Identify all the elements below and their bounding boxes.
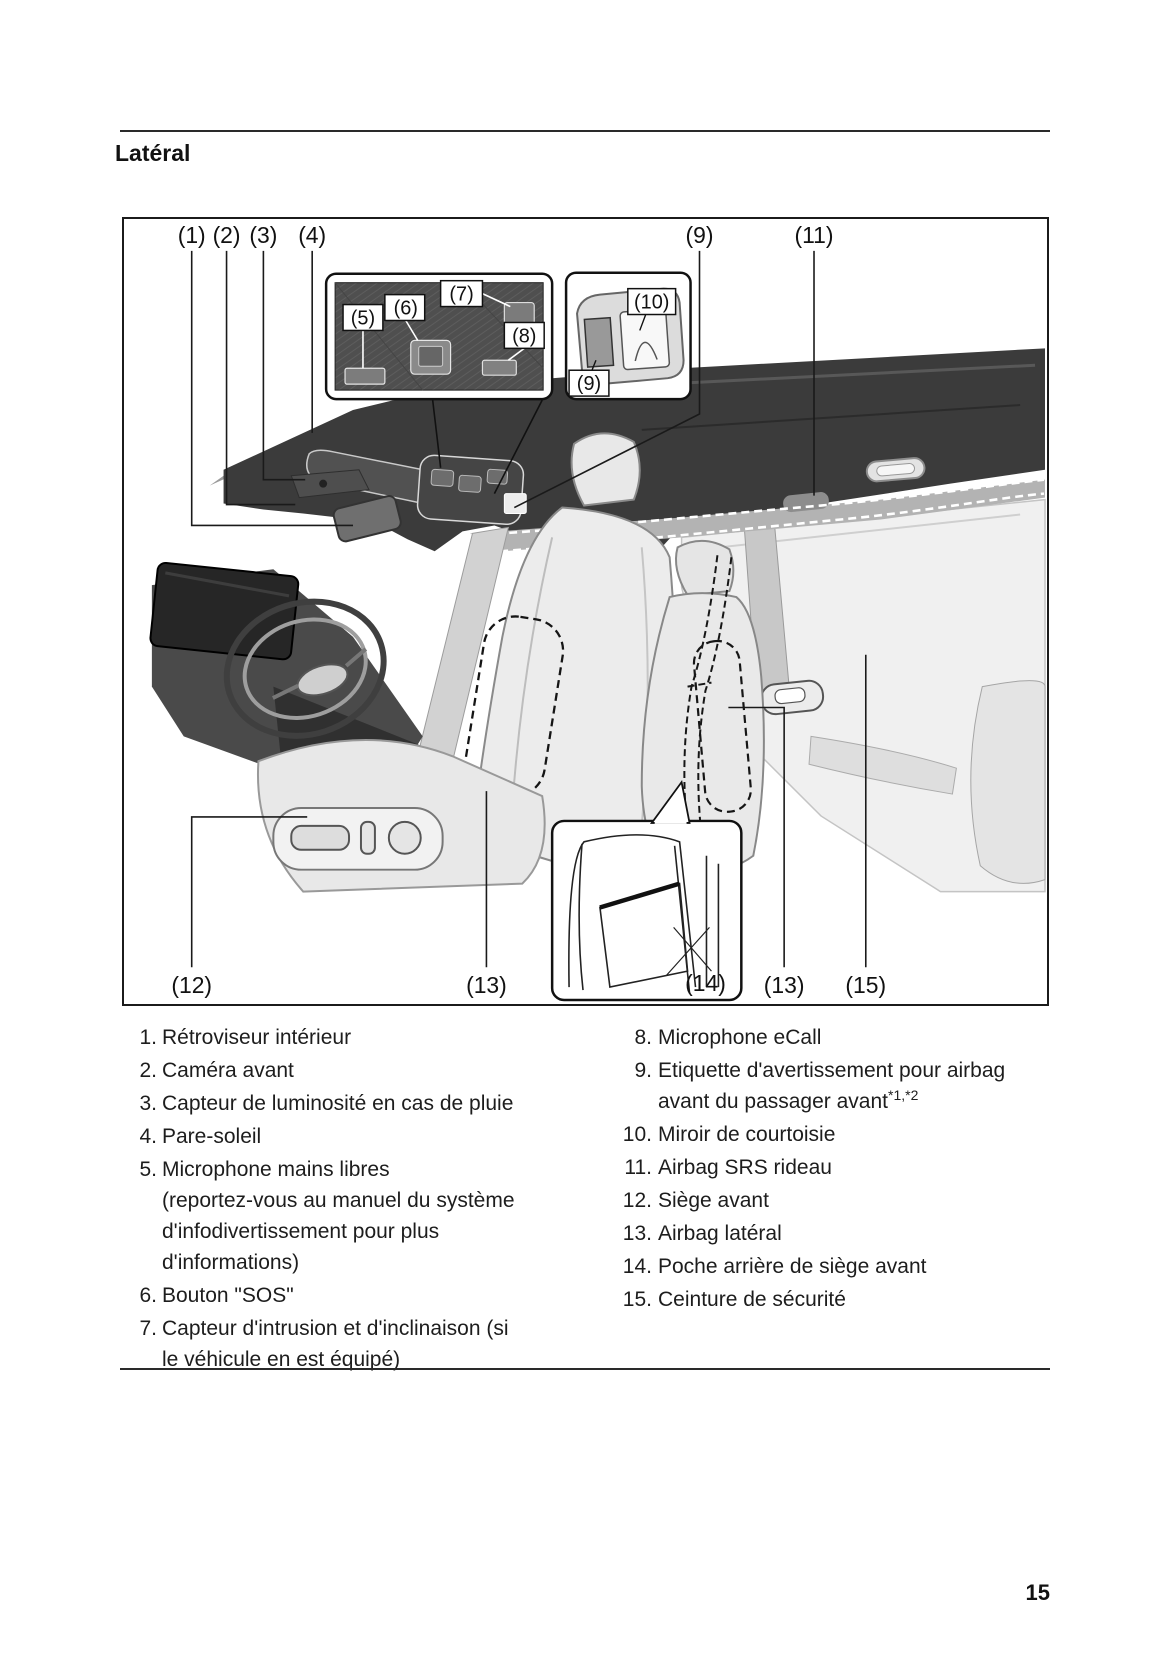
- callout-12: (12): [171, 972, 212, 998]
- legend-text: Ceinture de sécurité: [658, 1288, 846, 1311]
- legend-text: Pare-soleil: [162, 1125, 262, 1148]
- legend-number: 12.: [622, 1189, 652, 1212]
- overhead-console-inset: (5) (6) (7) (8): [324, 272, 554, 494]
- legend-text: Capteur de luminosité en cas de pluie: [162, 1092, 514, 1115]
- legend-text: Capteur d'intrusion et d'inclinaison (si…: [162, 1317, 509, 1371]
- page-title: Latéral: [115, 140, 191, 166]
- legend-item-5: 5. Microphone mains libres(reportez-vous…: [126, 1154, 556, 1278]
- leader-lines: [190, 250, 867, 968]
- legend-number: 13.: [622, 1222, 652, 1245]
- legend-number: 7.: [139, 1317, 157, 1340]
- rearview-mirror: [332, 495, 402, 543]
- legend-item-7: 7. Capteur d'intrusion et d'inclinaison …: [126, 1313, 556, 1375]
- legend-item-8: 8. Microphone eCall: [590, 1022, 1040, 1053]
- callout-8: (8): [512, 325, 536, 347]
- callout-11: (11): [795, 222, 834, 248]
- vanity-mirror: [619, 308, 671, 371]
- legend-item-1: 1. Rétroviseur intérieur: [126, 1022, 556, 1053]
- callout-13a: (13): [466, 972, 507, 998]
- seatbelt-dashed-outline: [683, 555, 733, 836]
- legend-left-column: 1. Rétroviseur intérieur 2. Caméra avant…: [126, 1020, 556, 1377]
- visor-warning-label: [583, 316, 615, 368]
- legend-number: 6.: [139, 1284, 157, 1307]
- legend-number: 10.: [622, 1123, 652, 1146]
- inset-label-chips: (5) (6) (7) (8): [342, 279, 545, 350]
- callout-7: (7): [449, 284, 473, 306]
- legend-footnote-marker: *1,*2: [888, 1087, 919, 1103]
- legend-item-2: 2. Caméra avant: [126, 1055, 556, 1086]
- legend-item-13: 13. Airbag latéral: [590, 1218, 1040, 1249]
- side-view-diagram: (5) (6) (7) (8): [122, 217, 1049, 1006]
- legend-number: 3.: [139, 1092, 157, 1115]
- legend-text-line1: Etiquette d'avertissement pour airbag: [658, 1059, 1006, 1082]
- legend-number: 15.: [622, 1288, 652, 1311]
- callout-9-inset: (9): [577, 373, 601, 395]
- callout-9-top: (9): [686, 222, 714, 248]
- page-number: 15: [1025, 1580, 1050, 1605]
- bottom-rule: [120, 1368, 1050, 1370]
- legend-text: Bouton "SOS": [162, 1284, 294, 1307]
- legend-item-4: 4. Pare-soleil: [126, 1121, 556, 1152]
- legend-text: Miroir de courtoisie: [658, 1123, 836, 1146]
- legend-text: Etiquette d'avertissement pour airbag ava…: [658, 1055, 1040, 1117]
- callout-15: (15): [845, 972, 886, 998]
- legend-text: Caméra avant: [162, 1059, 294, 1082]
- legend-text: Airbag latéral: [658, 1222, 782, 1245]
- legend-number: 4.: [139, 1125, 157, 1148]
- legend-text: Siège avant: [658, 1189, 769, 1212]
- roof-grab-handle: [865, 457, 926, 483]
- legend-text: Airbag SRS rideau: [658, 1156, 832, 1179]
- callout-6: (6): [394, 298, 418, 320]
- legend-number: 8.: [634, 1026, 652, 1049]
- callout-1: (1): [178, 222, 206, 248]
- legend-number: 1.: [139, 1026, 157, 1049]
- callout-14: (14): [685, 970, 726, 996]
- legend-item-9: 9. Etiquette d'avertissement pour airbag…: [590, 1055, 1040, 1117]
- airbag-warning-label-target: [503, 493, 527, 514]
- legend-number: 14.: [622, 1255, 652, 1278]
- legend-number: 2.: [139, 1059, 157, 1082]
- legend-item-15: 15. Ceinture de sécurité: [590, 1284, 1040, 1315]
- side-airbag-dashed-outline-2: [692, 639, 752, 813]
- callout-13b: (13): [764, 972, 805, 998]
- legend-item-12: 12. Siège avant: [590, 1185, 1040, 1216]
- legend-number: 9.: [634, 1059, 652, 1082]
- legend-text: Rétroviseur intérieur: [162, 1026, 352, 1049]
- callout-3: (3): [249, 222, 277, 248]
- callout-10: (10): [634, 292, 669, 314]
- seat-pocket-inset: (14): [550, 779, 743, 1002]
- legend-item-6: 6. Bouton "SOS": [126, 1280, 556, 1311]
- legend-text-line2: avant du passager avant: [658, 1090, 888, 1113]
- callout-2: (2): [213, 222, 241, 248]
- display-screen: [149, 561, 300, 661]
- legend-item-14: 14. Poche arrière de siège avant: [590, 1251, 1040, 1282]
- legend-item-11: 11. Airbag SRS rideau: [590, 1152, 1040, 1183]
- legend-text: Microphone eCall: [658, 1026, 822, 1049]
- legend-item-10: 10. Miroir de courtoisie: [590, 1119, 1040, 1150]
- legend-number: 5.: [139, 1158, 157, 1181]
- callout-numbers: (1) (2) (3) (4) (9) (11) (12) (13) (13) …: [171, 222, 886, 998]
- overhead-console: [416, 454, 525, 526]
- door-handle: [760, 679, 825, 716]
- legend-right-column: 8. Microphone eCall 9. Etiquette d'avert…: [590, 1020, 1040, 1317]
- legend-number: 11.: [624, 1156, 652, 1179]
- top-rule: [120, 130, 1050, 132]
- car-interior-illustration: (5) (6) (7) (8): [149, 222, 1046, 1002]
- seat-cushion: [256, 739, 546, 893]
- callout-5: (5): [351, 307, 375, 329]
- callout-4: (4): [298, 222, 326, 248]
- legend-text: Poche arrière de siège avant: [658, 1255, 927, 1278]
- steering-wheel: [223, 598, 387, 739]
- sun-visor-inset: (10) (9): [564, 271, 692, 401]
- legend-text: Microphone mains libres(reportez-vous au…: [162, 1158, 515, 1274]
- car-cabin-scene: [149, 348, 1046, 893]
- legend-item-3: 3. Capteur de luminosité en cas de pluie: [126, 1088, 556, 1119]
